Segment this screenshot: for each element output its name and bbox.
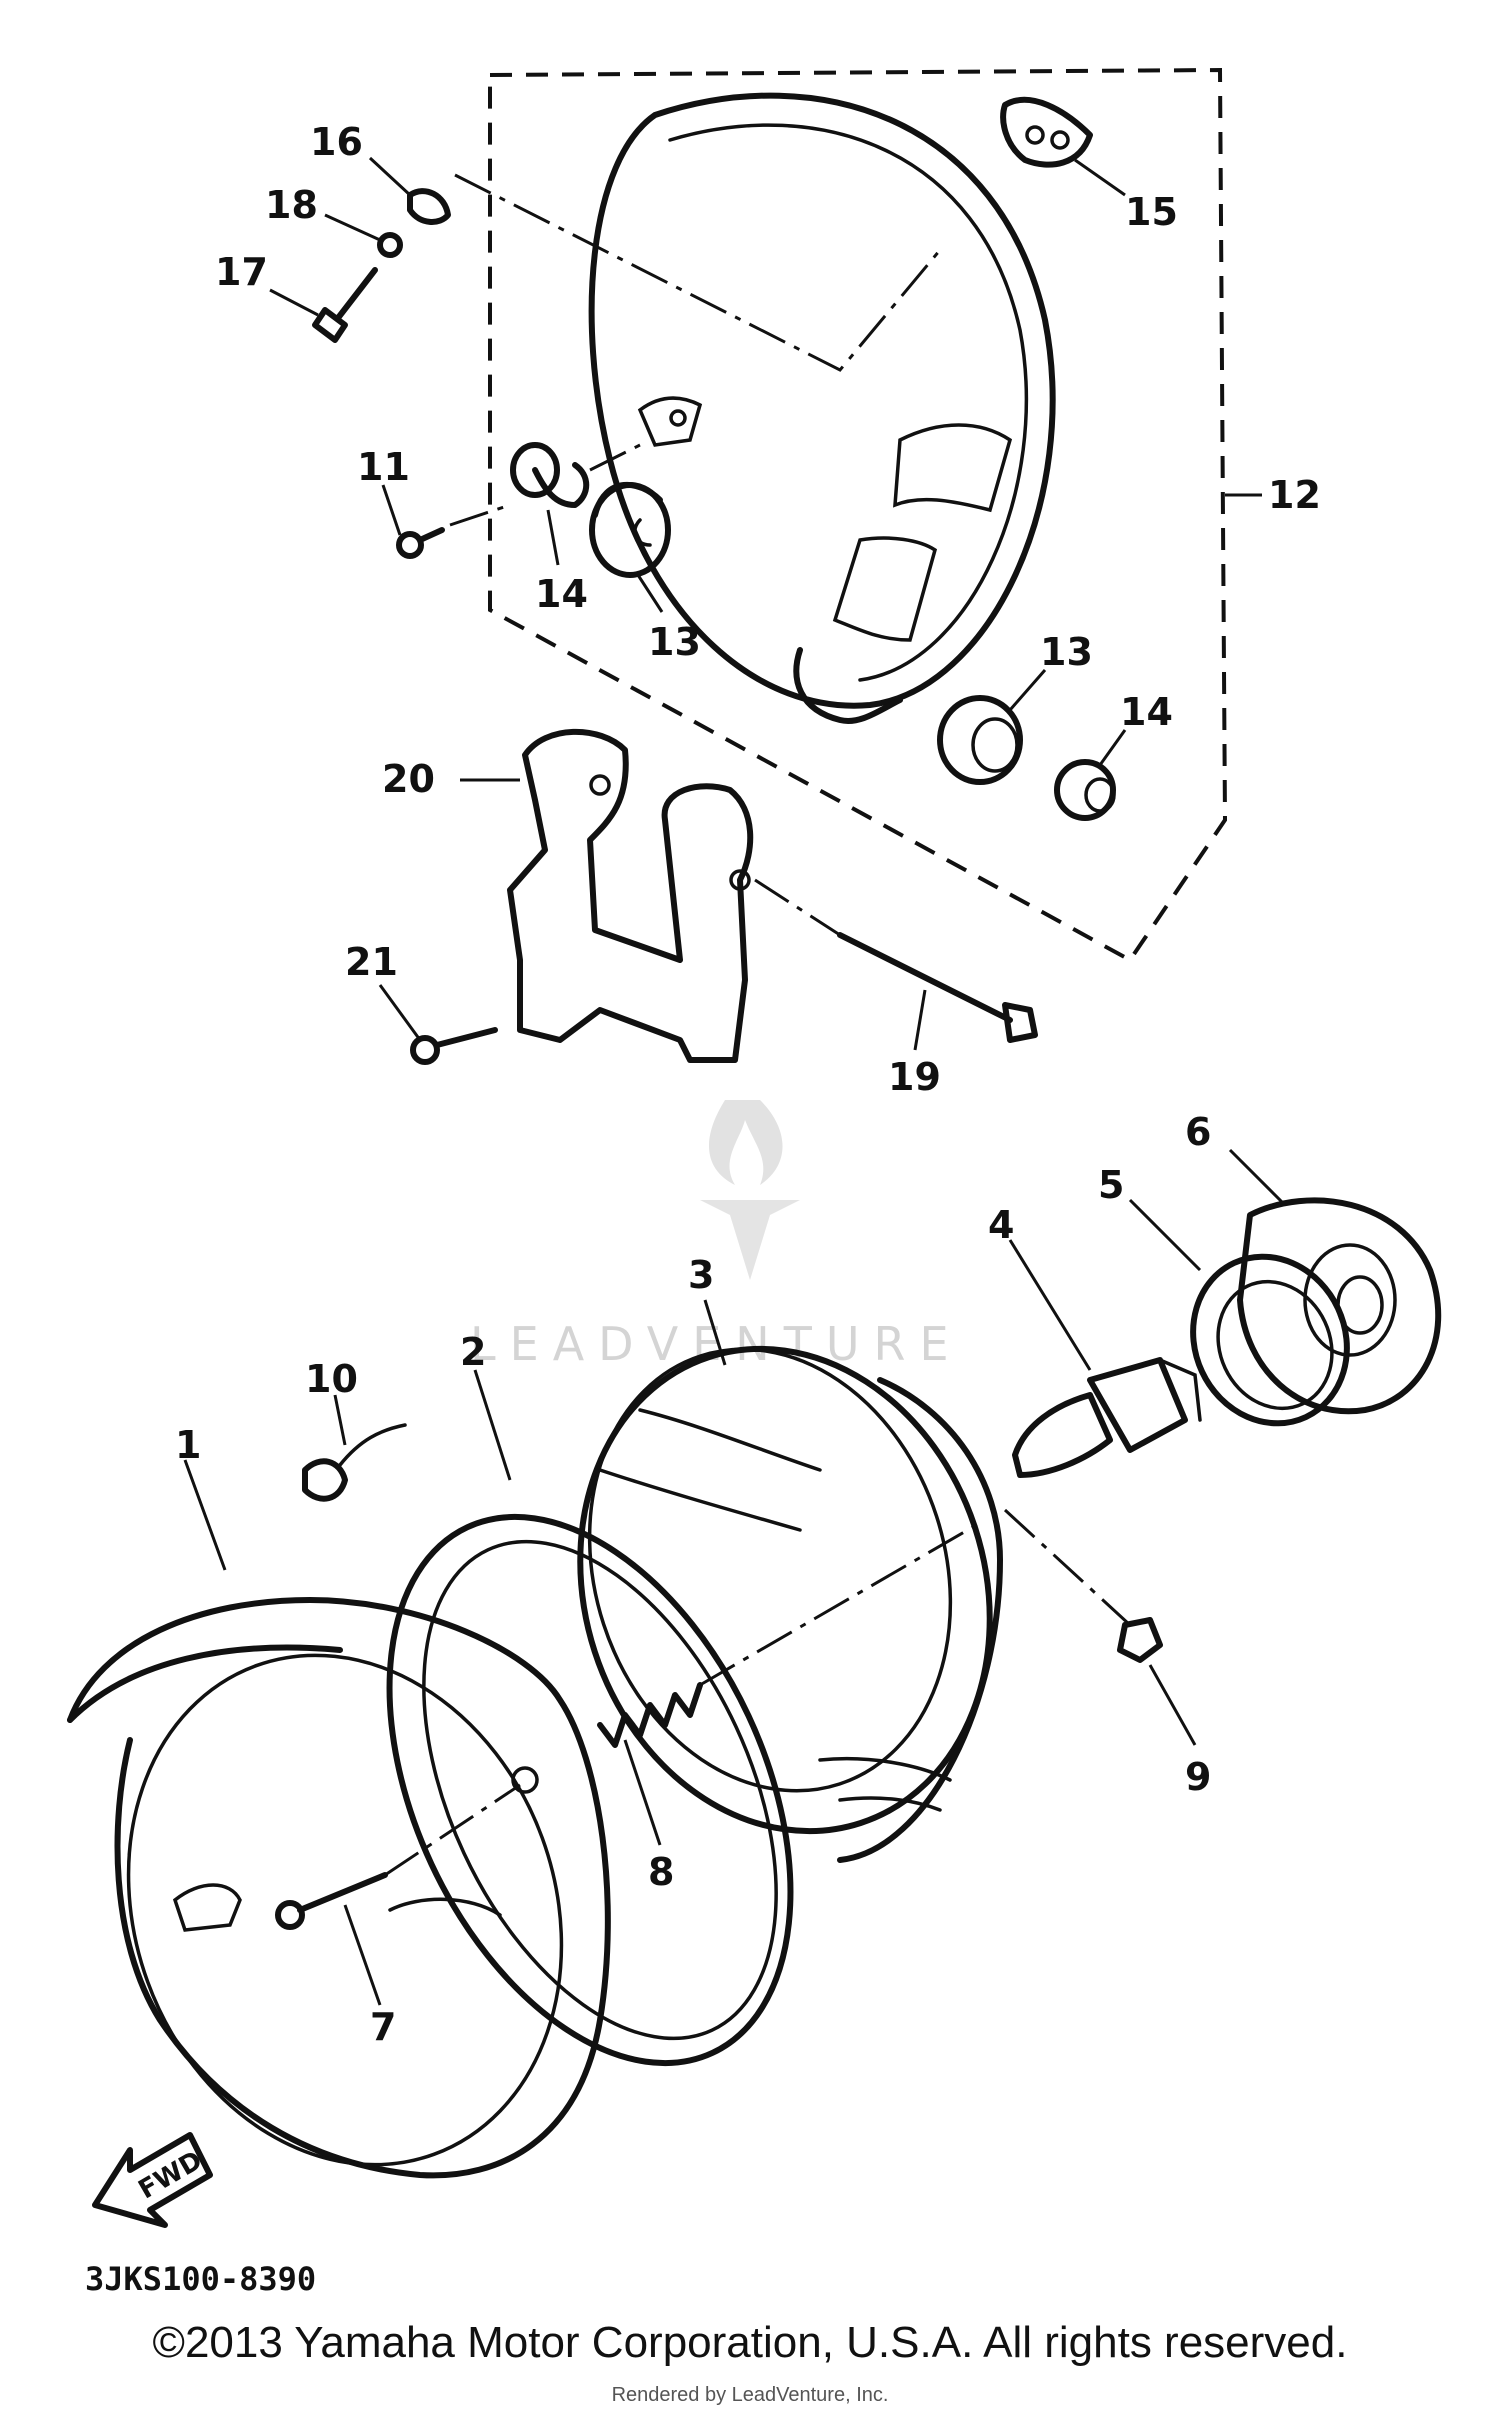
alignment-line-16 [454, 173, 942, 372]
leader-18 [324, 213, 381, 242]
callout-12: 12 [1268, 473, 1321, 517]
callout-1: 1 [175, 1423, 201, 1467]
callout-6: 6 [1185, 1110, 1211, 1154]
leader-5 [1128, 1198, 1202, 1272]
bolt-17 [312, 267, 378, 343]
screw-11 [396, 527, 445, 559]
callout-11: 11 [357, 445, 410, 489]
callout-13-left: 13 [648, 620, 701, 664]
grommet [1000, 96, 1093, 168]
leader-21 [378, 984, 422, 1041]
nut [1117, 1617, 1163, 1663]
adjusting-spring [597, 1682, 703, 1748]
callout-14-left: 14 [535, 572, 588, 616]
callout-4: 4 [988, 1203, 1014, 1247]
callout-21: 21 [345, 940, 398, 984]
washer [407, 188, 451, 225]
bulb-seal [1190, 1253, 1350, 1427]
leader-7 [343, 1904, 382, 2006]
callout-5: 5 [1098, 1163, 1124, 1207]
callout-15: 15 [1125, 190, 1178, 234]
leader-8 [623, 1739, 662, 1846]
cord-clip [302, 1423, 407, 1502]
headlight-bracket [507, 728, 754, 1063]
leader-10 [333, 1394, 347, 1446]
damper-13-right [937, 695, 1023, 785]
callout-19: 19 [888, 1055, 941, 1099]
forward-arrow-icon: FWD [92, 2132, 213, 2228]
callout-9: 9 [1185, 1755, 1211, 1799]
leader-14-right [1098, 729, 1127, 766]
callout-17: 17 [215, 250, 268, 294]
callout-3: 3 [688, 1253, 714, 1297]
leader-11 [381, 484, 402, 536]
copyright-notice: ©2013 Yamaha Motor Corporation, U.S.A. A… [152, 2318, 1348, 2367]
callout-16: 16 [310, 120, 363, 164]
callout-13-right: 13 [1040, 630, 1093, 674]
leader-16 [368, 156, 412, 197]
watermark-text: LEADVENTURE [470, 1317, 963, 1371]
headlight-bulb [1012, 1357, 1202, 1478]
reference-code: 3JKS100-8390 [85, 2260, 316, 2298]
collar-14-right [1054, 759, 1116, 821]
assembly-12-boundary [488, 67, 1228, 963]
headlight-rim [386, 1513, 794, 2067]
leader-1 [183, 1459, 227, 1571]
spring-washer [377, 232, 403, 258]
leader-6 [1228, 1148, 1287, 1207]
adjusting-screw [275, 1872, 388, 1930]
leader-19 [913, 989, 927, 1051]
leader-2 [473, 1369, 512, 1481]
bolt-21 [410, 1027, 498, 1065]
callout-2: 2 [460, 1330, 486, 1374]
callout-8: 8 [648, 1850, 674, 1894]
headlight-lens-unit [577, 1345, 1003, 1863]
leader-13-left [636, 574, 664, 613]
leader-15 [1074, 158, 1126, 197]
rendered-by-notice: Rendered by LeadVenture, Inc. [611, 2384, 889, 2406]
collar-14-left [510, 442, 590, 508]
leader-9 [1148, 1664, 1197, 1746]
damper-13-left [589, 481, 671, 578]
leader-4 [1008, 1239, 1092, 1371]
leader-3 [703, 1299, 727, 1366]
leader-14-left [546, 509, 560, 566]
callout-10: 10 [305, 1357, 358, 1401]
leader-13-right [1008, 669, 1047, 711]
callout-20: 20 [382, 757, 435, 801]
headlight-case [588, 92, 1056, 724]
headlight-visor [67, 1597, 611, 2179]
callout-7: 7 [370, 2005, 396, 2049]
callout-14-right: 14 [1120, 690, 1173, 734]
leadventure-watermark-logo: LEADVENTURE [470, 1100, 963, 1371]
bolt-19 [837, 932, 1038, 1043]
callout-18: 18 [265, 183, 318, 227]
leader-17 [269, 288, 319, 317]
